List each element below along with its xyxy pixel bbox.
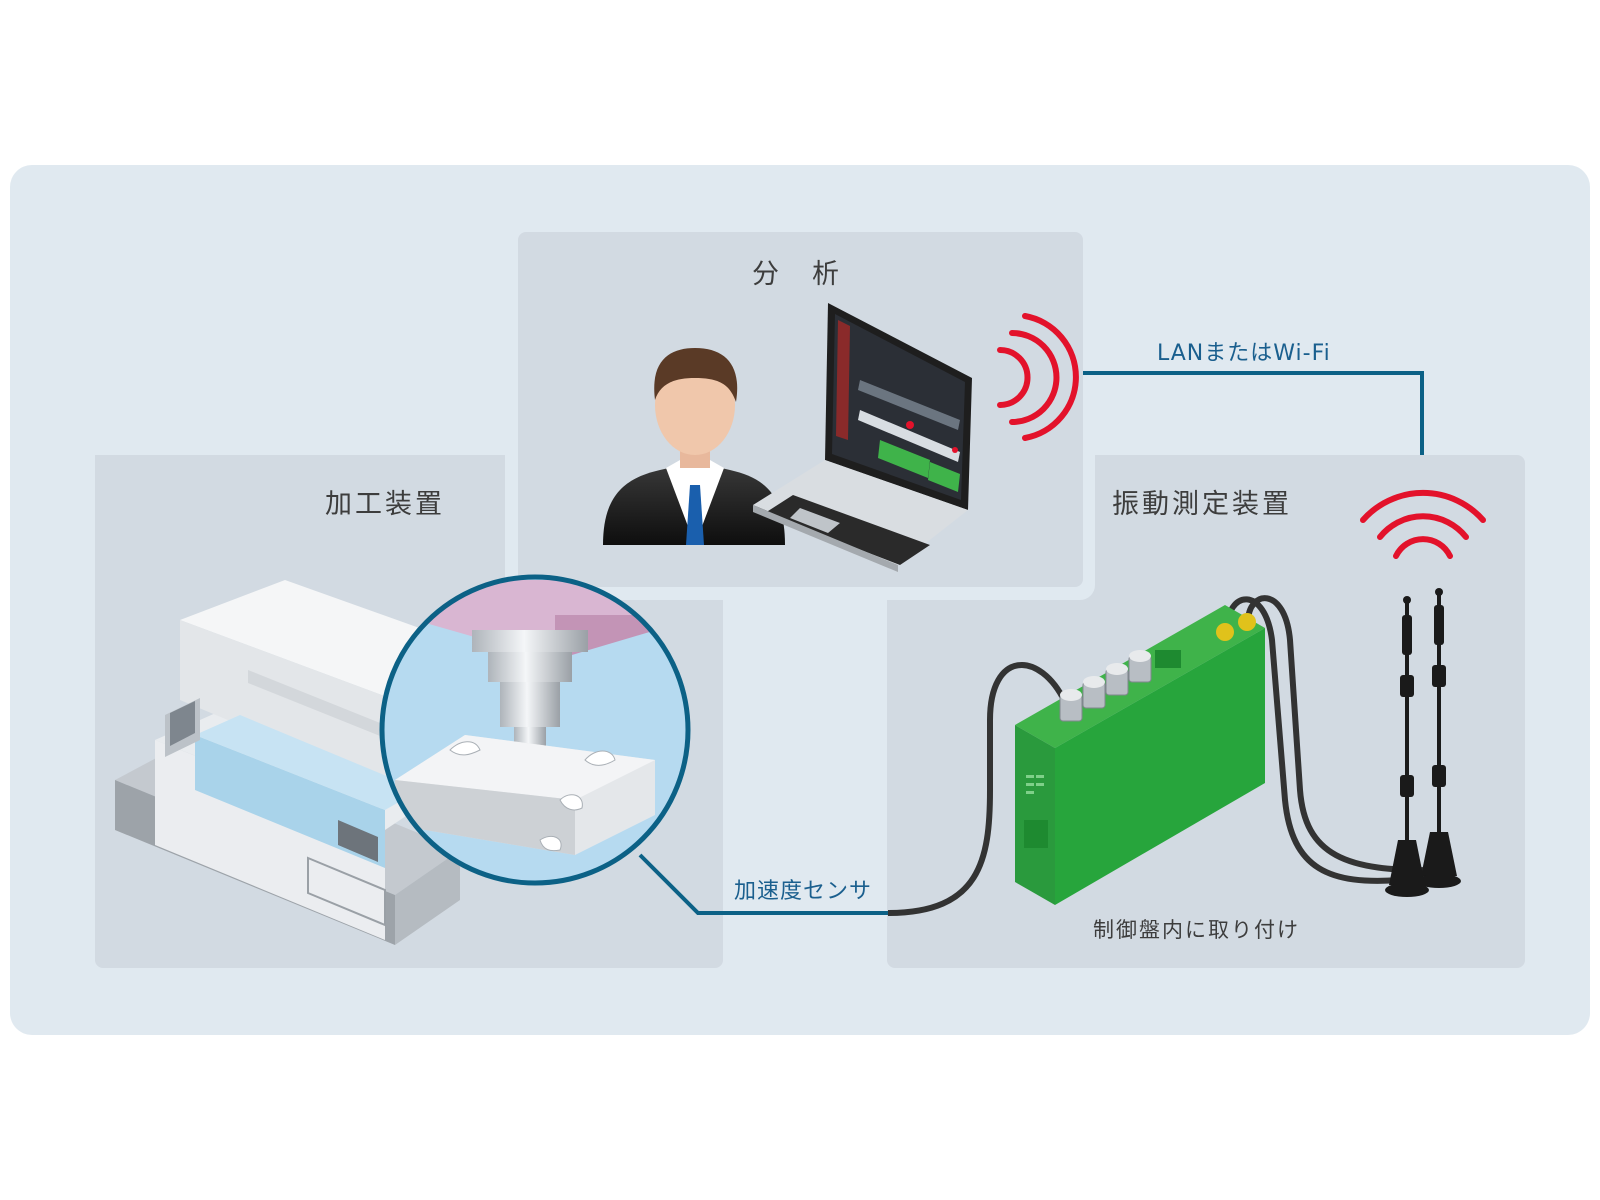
laptop-icon [753, 303, 972, 572]
sensor-leader-line [638, 853, 888, 915]
machine-label: 加工装置 [325, 489, 445, 520]
vibration-device-label: 振動測定装置 [1112, 489, 1292, 520]
antenna-cable-1 [1224, 596, 1401, 884]
analysis-label: 分 析 [752, 259, 842, 290]
wifi-signal-icon [997, 313, 1079, 441]
network-label: LANまたはWi-Fi [1157, 341, 1331, 366]
antenna-wifi-signal-icon [1360, 489, 1486, 559]
person-icon [603, 348, 785, 545]
antenna-icon [1385, 588, 1461, 897]
magnifier-icon [379, 574, 691, 886]
sensor-label: 加速度センサ [734, 879, 873, 904]
sensor-cable [887, 662, 1068, 916]
antenna-cable-2 [1245, 595, 1439, 874]
measurement-device-icon [1015, 605, 1265, 905]
network-connector-line [1083, 371, 1424, 455]
install-note-label: 制御盤内に取り付け [1093, 918, 1300, 942]
